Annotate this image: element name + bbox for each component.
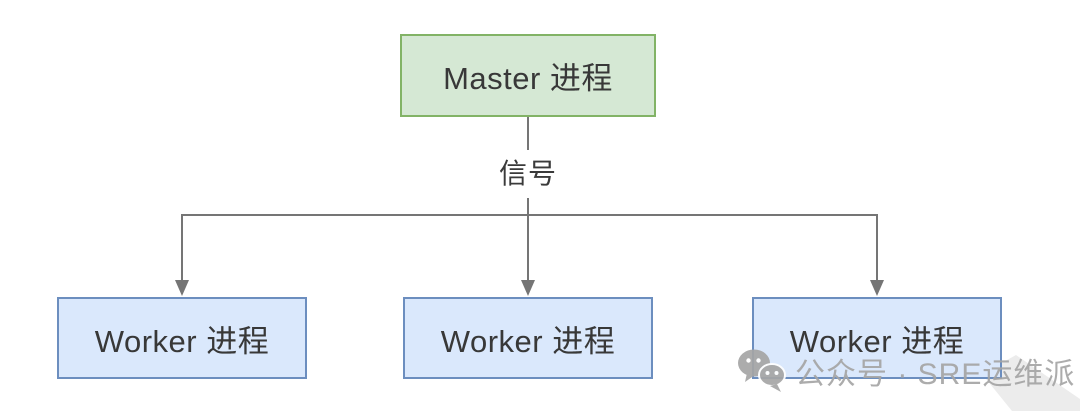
watermark: 公众号 · SRE运维派: [737, 348, 1075, 394]
node-master-label: Master 进程: [443, 61, 613, 96]
arrowhead-worker-1: [175, 280, 189, 296]
node-worker-process-1: Worker 进程: [57, 297, 307, 379]
watermark-text: 公众号 · SRE运维派: [795, 358, 1076, 391]
node-worker-label: Worker 进程: [789, 323, 965, 359]
edge-label-signal: 信号: [490, 150, 566, 198]
corner-band-shape: [982, 355, 1080, 411]
arrowhead-worker-2: [521, 280, 535, 296]
node-master-process: Master 进程: [400, 34, 656, 117]
node-worker-process-2: Worker 进程: [403, 297, 653, 379]
node-worker-process-3: Worker 进程: [752, 297, 1002, 379]
edge-label-text: 信号: [498, 158, 558, 189]
node-worker-label: Worker 进程: [94, 323, 270, 359]
wechat-icon: [738, 349, 786, 392]
node-worker-label: Worker 进程: [440, 323, 616, 359]
arrowhead-worker-3: [870, 280, 884, 296]
